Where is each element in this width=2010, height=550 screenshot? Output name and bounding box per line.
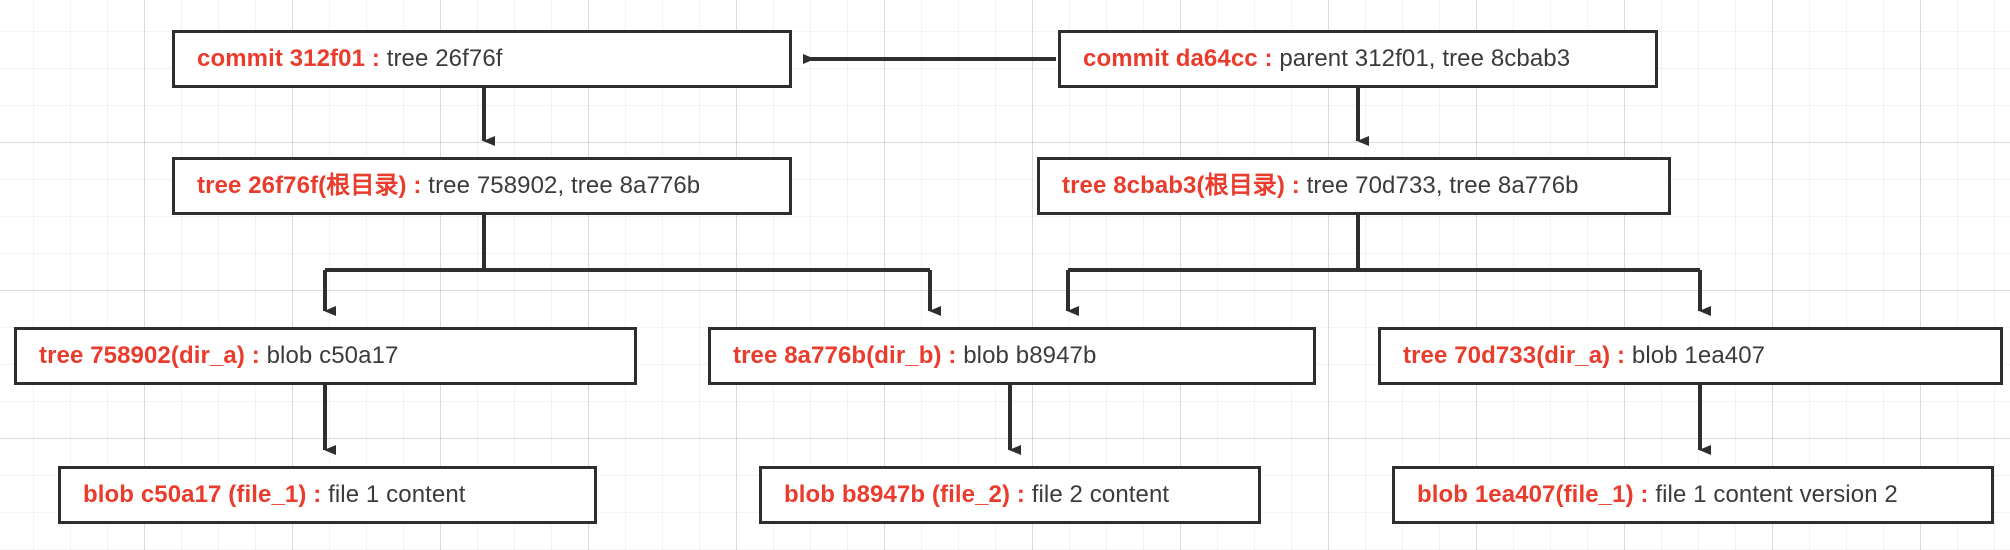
node-tree-70d733[interactable]: tree 70d733(dir_a) : blob 1ea407 (1378, 327, 2003, 385)
node-value: parent 312f01, tree 8cbab3 (1279, 45, 1571, 72)
node-tree-26f76f[interactable]: tree 26f76f(根目录) : tree 758902, tree 8a7… (172, 157, 792, 215)
node-label: commit 312f01 : tree 26f76f (175, 47, 503, 71)
node-label: tree 8a776b(dir_b) : blob b8947b (711, 344, 1096, 368)
node-key: blob b8947b (file_2) : (784, 481, 1025, 508)
node-blob-b8947b[interactable]: blob b8947b (file_2) : file 2 content (759, 466, 1261, 524)
node-value: file 1 content (328, 481, 466, 508)
node-tree-8cbab3[interactable]: tree 8cbab3(根目录) : tree 70d733, tree 8a7… (1037, 157, 1671, 215)
node-label: tree 70d733(dir_a) : blob 1ea407 (1381, 344, 1765, 368)
node-label: commit da64cc : parent 312f01, tree 8cba… (1061, 47, 1570, 71)
node-key: tree 8cbab3(根目录) : (1062, 172, 1300, 199)
node-key: commit 312f01 : (197, 45, 380, 72)
node-key: tree 8a776b(dir_b) : (733, 342, 957, 369)
node-key: commit da64cc : (1083, 45, 1273, 72)
node-key: blob 1ea407(file_1) : (1417, 481, 1649, 508)
node-commit-da64cc[interactable]: commit da64cc : parent 312f01, tree 8cba… (1058, 30, 1658, 88)
node-label: blob c50a17 (file_1) : file 1 content (61, 483, 466, 507)
node-value: blob 1ea407 (1631, 342, 1766, 369)
node-value: tree 758902, tree 8a776b (428, 172, 701, 199)
node-value: file 2 content (1031, 481, 1170, 508)
node-value: blob b8947b (963, 342, 1097, 369)
node-label: tree 26f76f(根目录) : tree 758902, tree 8a7… (175, 174, 700, 198)
node-label: blob b8947b (file_2) : file 2 content (762, 483, 1169, 507)
node-tree-8a776b[interactable]: tree 8a776b(dir_b) : blob b8947b (708, 327, 1316, 385)
node-label: tree 758902(dir_a) : blob c50a17 (17, 344, 398, 368)
node-value: tree 26f76f (386, 45, 503, 72)
node-blob-1ea407[interactable]: blob 1ea407(file_1) : file 1 content ver… (1392, 466, 1994, 524)
node-label: tree 8cbab3(根目录) : tree 70d733, tree 8a7… (1040, 174, 1579, 198)
node-value: tree 70d733, tree 8a776b (1306, 172, 1579, 199)
node-key: tree 70d733(dir_a) : (1403, 342, 1626, 369)
node-label: blob 1ea407(file_1) : file 1 content ver… (1395, 483, 1898, 507)
node-key: tree 758902(dir_a) : (39, 342, 260, 369)
node-key: blob c50a17 (file_1) : (83, 481, 322, 508)
node-value: file 1 content version 2 (1655, 481, 1898, 508)
node-key: tree 26f76f(根目录) : (197, 172, 422, 199)
node-commit-312f01[interactable]: commit 312f01 : tree 26f76f (172, 30, 792, 88)
node-blob-c50a17[interactable]: blob c50a17 (file_1) : file 1 content (58, 466, 597, 524)
node-tree-758902[interactable]: tree 758902(dir_a) : blob c50a17 (14, 327, 637, 385)
node-value: blob c50a17 (266, 342, 399, 369)
